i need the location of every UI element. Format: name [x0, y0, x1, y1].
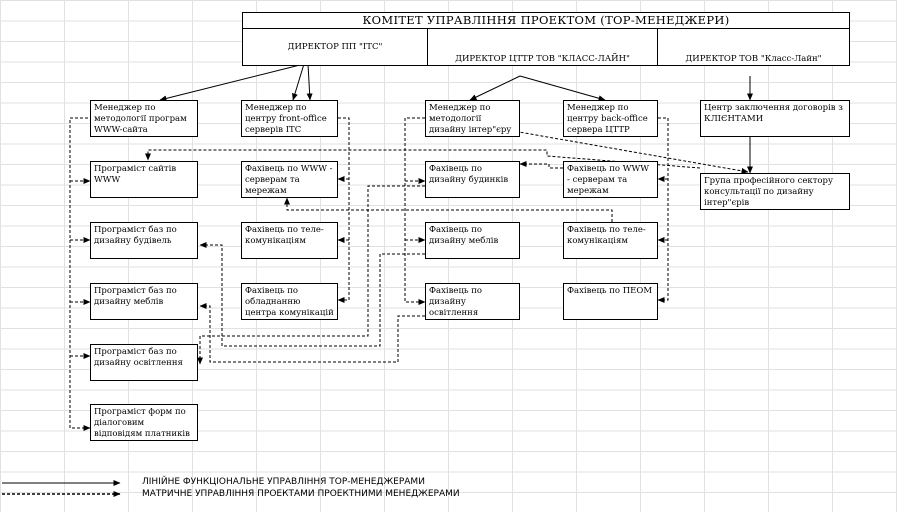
line-director-cttr-to-manager-design: [469, 75, 521, 101]
manager-front-office: Менеджер по центру front-office серверів…: [241, 100, 338, 137]
line-director-itc-to-manager-front-office: [292, 63, 305, 101]
matrix-col2-spine: [337, 117, 350, 303]
specialist-telecom-itc: Фахівець по теле-комунікаціям: [241, 222, 338, 259]
legend-linear-label: ЛІНІЙНЕ ФУНКЦІОНАЛЬНЕ УПРАВЛІННЯ ТОР-МЕН…: [142, 477, 425, 487]
matrix-houses-to-lighting-programmer: [197, 185, 425, 365]
director-klass-box: ДИРЕКТОР ТОВ "Класс-Лайн": [657, 28, 850, 66]
specialist-house-design: Фахівець по дизайну будинків: [425, 161, 520, 198]
director-cttr-label: ДИРЕКТОР ЦТТР ТОВ "КЛАСС-ЛАЙН": [455, 54, 630, 64]
committee-title: КОМІТЕТ УПРАВЛІННЯ ПРОЕКТОМ (ТОР-МЕНЕДЖЕ…: [242, 12, 850, 29]
matrix-telecom-to-itc-www: [284, 197, 613, 222]
line-director-itc-to-manager-front-office-b: [306, 63, 313, 101]
specialist-furniture-design: Фахівець по дизайну меблів: [425, 222, 520, 259]
matrix-lighting-to-furniture-programmer: [199, 303, 425, 363]
specialist-equipment-itc: Фахівець по обладнанню центра комунікаці…: [241, 283, 338, 320]
client-contracts-center: Центр заключення договорів з КЛІЄНТАМИ: [700, 100, 850, 137]
manager-www-methodology: Менеджер по методології програм WWW-сайт…: [90, 100, 198, 137]
line-director-cttr-to-manager-back-office: [519, 75, 606, 102]
specialist-lighting-design: Фахівець по дизайну освітлення: [425, 283, 520, 320]
programmer-buildings-db: Програміст баз по дизайну будівель: [90, 222, 198, 259]
specialist-telecom-cttr: Фахівець по теле-комунікаціям: [563, 222, 658, 259]
specialist-www-servers-itc: Фахівець по WWW - серверам та мережам: [241, 161, 338, 198]
line-director-itc-to-manager-www: [159, 63, 305, 102]
matrix-group-to-sites: [145, 149, 701, 169]
matrix-col1-spine: [69, 117, 91, 431]
matrix-col4-spine: [657, 117, 669, 303]
director-cttr-box: ДИРЕКТОР ЦТТР ТОВ "КЛАСС-ЛАЙН": [427, 28, 658, 66]
programmer-dialog-forms: Програміст форм по діалоговим відповідям…: [90, 404, 198, 441]
manager-interior-methodology: Менеджер по методології дизайну інтер"єр…: [425, 100, 520, 137]
programmer-websites: Програміст сайтів WWW: [90, 161, 198, 198]
matrix-col3-spine: [404, 117, 426, 305]
matrix-design-manager-to-group: [495, 127, 749, 174]
specialist-pc: Фахівець по ПЕОМ: [563, 283, 658, 320]
programmer-furniture-db: Програміст баз по дизайну меблів: [90, 283, 198, 320]
legend-matrix-label: МАТРИЧНЕ УПРАВЛІННЯ ПРОЕКТАМИ ПРОЕКТНИМИ…: [142, 489, 460, 499]
programmer-lighting-db: Програміст баз по дизайну освітлення: [90, 344, 198, 381]
matrix-cttr-www-to-houses: [519, 161, 563, 169]
manager-back-office: Менеджер по центру back-office сервера Ц…: [563, 100, 658, 137]
interior-consulting-group: Група професійного сектору консультації …: [700, 173, 850, 210]
director-itc-label: ДИРЕКТОР ПП "ITC": [287, 42, 383, 52]
specialist-www-servers-cttr: Фахівець по WWW - серверам та мережам: [563, 161, 658, 198]
director-itc-box: ДИРЕКТОР ПП "ITC": [242, 28, 428, 66]
matrix-furniture-to-buildings-programmer: [199, 242, 425, 347]
director-klass-label: ДИРЕКТОР ТОВ "Класс-Лайн": [685, 54, 822, 64]
